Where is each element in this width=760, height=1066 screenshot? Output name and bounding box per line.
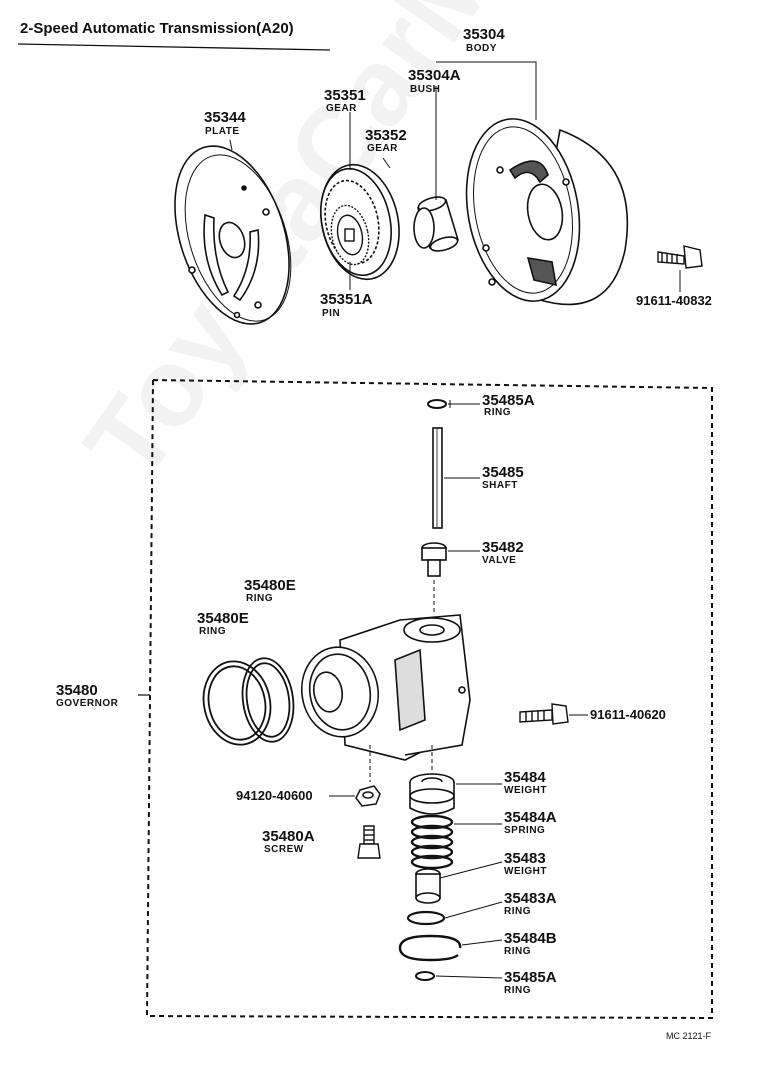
part-name-gear-35351: GEAR xyxy=(326,103,357,114)
part-name-valve: VALVE xyxy=(482,555,517,566)
part-number-35352: 35352 xyxy=(365,127,407,144)
part-number-91611-40832: 91611-40832 xyxy=(636,293,712,308)
part-number-35480a: 35480A xyxy=(262,828,315,845)
shaft-35485 xyxy=(432,427,443,529)
screw-35480a xyxy=(357,825,381,859)
part-name-plate: PLATE xyxy=(205,126,240,137)
page-title: 2-Speed Automatic Transmission(A20) xyxy=(20,20,294,37)
bolt-91611-40620 xyxy=(519,703,569,725)
gear-35351-inner xyxy=(330,204,370,266)
body-35304 xyxy=(465,118,629,306)
bolt-91611-40832 xyxy=(657,245,703,269)
part-number-94120-40600: 94120-40600 xyxy=(236,788,313,803)
part-name-weight-35484: WEIGHT xyxy=(504,785,547,796)
plate-35344 xyxy=(174,145,292,325)
nut-94120-40600 xyxy=(355,785,381,807)
part-name-ring-35485a-bottom: RING xyxy=(504,985,531,996)
ring-35480e-left xyxy=(202,660,272,746)
part-number-35304: 35304 xyxy=(463,26,505,43)
part-name-ring-35485a-top: RING xyxy=(484,407,511,418)
part-name-ring-35480e-lower: RING xyxy=(199,626,226,637)
ring-35485a-top xyxy=(427,399,447,409)
part-number-35351: 35351 xyxy=(324,87,366,104)
part-number-35482: 35482 xyxy=(482,539,524,556)
part-number-35304a: 35304A xyxy=(408,67,461,84)
part-name-body: BODY xyxy=(466,43,497,54)
diagram-code: MC 2121-F xyxy=(666,1031,712,1041)
part-name-ring-35484b: RING xyxy=(504,946,531,957)
bush-35304a xyxy=(413,196,459,252)
ring-35484b xyxy=(398,934,462,962)
part-name-pin: PIN xyxy=(322,308,341,319)
part-name-spring: SPRING xyxy=(504,825,546,836)
part-name-ring-35483a: RING xyxy=(504,906,531,917)
part-number-35483: 35483 xyxy=(504,850,546,867)
weight-35484 xyxy=(409,773,455,815)
part-name-weight-35483: WEIGHT xyxy=(504,866,547,877)
valve-35482 xyxy=(421,542,447,577)
part-number-35485a-top: 35485A xyxy=(482,392,535,409)
part-name-gear-35352: GEAR xyxy=(367,143,398,154)
ring-35480e-right xyxy=(241,657,295,743)
governor-body-35480 xyxy=(300,614,471,761)
ring-35485a-bottom xyxy=(415,971,435,981)
part-name-bush: BUSH xyxy=(410,84,441,95)
part-name-shaft: SHAFT xyxy=(482,480,518,491)
part-number-35484b: 35484B xyxy=(504,930,557,947)
part-number-35480e-upper: 35480E xyxy=(244,577,296,594)
part-number-35480e-lower: 35480E xyxy=(197,610,249,627)
part-number-35480: 35480 xyxy=(56,682,98,699)
part-name-governor: GOVERNOR xyxy=(56,698,119,709)
part-number-35484: 35484 xyxy=(504,769,546,786)
part-number-35344: 35344 xyxy=(204,109,246,126)
part-number-91611-40620: 91611-40620 xyxy=(590,707,666,722)
part-name-screw: SCREW xyxy=(264,844,304,855)
spring-35484a xyxy=(410,814,454,870)
part-number-35484a: 35484A xyxy=(504,809,557,826)
ring-35483a xyxy=(406,910,446,926)
part-number-35485: 35485 xyxy=(482,464,524,481)
part-number-35351a: 35351A xyxy=(320,291,373,308)
weight-35483 xyxy=(415,868,441,904)
part-number-35483a: 35483A xyxy=(504,890,557,907)
part-number-35485a-bottom: 35485A xyxy=(504,969,557,986)
part-name-ring-35480e-upper: RING xyxy=(246,593,273,604)
